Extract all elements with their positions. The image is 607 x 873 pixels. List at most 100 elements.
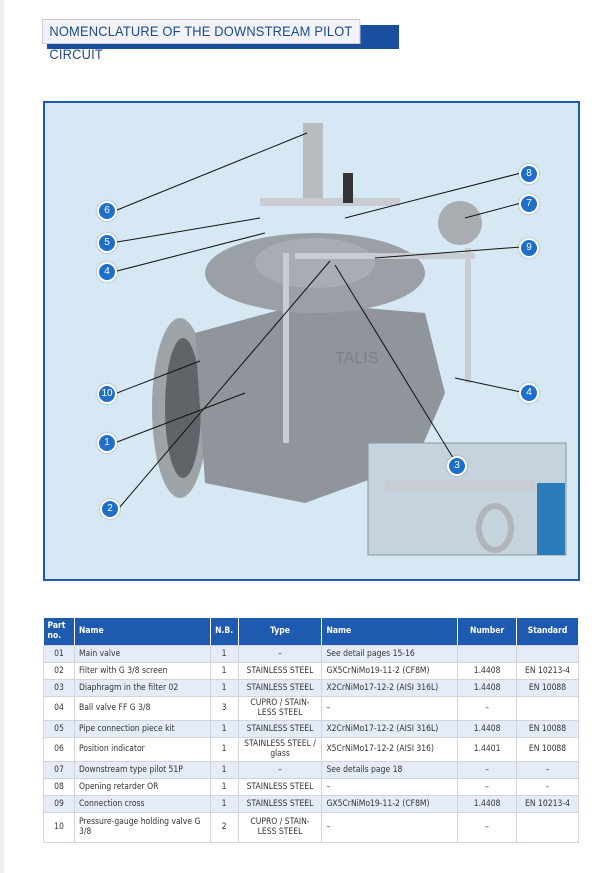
pipe-cross: [295, 253, 475, 259]
callout-2: 2: [100, 499, 120, 519]
callout-9: 9: [519, 238, 539, 258]
cell-part-no: 09: [43, 794, 75, 813]
cell-number: 1.4401: [457, 736, 518, 762]
cell-type: CUPRO / STAIN-LESS STEEL: [237, 811, 323, 843]
header-material-name: Name: [321, 618, 459, 645]
cell-type: STAINLESS STEEL: [237, 794, 323, 813]
callout-8: 8: [519, 164, 539, 184]
callout-7: 7: [519, 194, 539, 214]
inset-blue-part: [537, 483, 565, 555]
callout-1: 1: [97, 433, 117, 453]
cell-standard: EN 10088: [516, 736, 579, 762]
cell-part-no: 10: [43, 811, 75, 843]
cell-type: STAINLESS STEEL: [237, 719, 323, 738]
cell-part-name: Diaphragm in the filter 02: [73, 678, 211, 697]
cell-part-name: Downstream type pilot 51P: [73, 760, 211, 779]
inlet-bore: [165, 338, 201, 478]
cell-material-name: See detail pages 15-16: [321, 644, 459, 663]
cell-nb: 3: [209, 695, 239, 721]
header-number: Number: [457, 618, 518, 645]
parts-table: Part no. Name N.B. Type Name Number Stan…: [43, 618, 579, 843]
valve-illustration: TALIS 6 5 4 10 1 2 8 7: [43, 101, 580, 581]
cell-nb: 2: [209, 811, 239, 843]
pipe-right: [465, 248, 471, 383]
cell-standard: EN 10213-4: [516, 661, 579, 680]
cell-material-name: –: [321, 695, 459, 721]
cell-nb: 1: [209, 794, 239, 813]
cell-number: –: [457, 811, 518, 843]
cell-part-no: 07: [43, 760, 75, 779]
cell-nb: 1: [209, 719, 239, 738]
cell-part-name: Opening retarder OR: [73, 777, 211, 796]
cell-material-name: GX5CrNiMo19-11-2 (CF8M): [321, 661, 459, 680]
cell-material-name: GX5CrNiMo19-11-2 (CF8M): [321, 794, 459, 813]
callout-6: 6: [97, 201, 117, 221]
cell-material-name: –: [321, 811, 459, 843]
cell-nb: 1: [209, 736, 239, 762]
callout-10: 10: [97, 384, 117, 404]
cell-standard: –: [516, 760, 579, 779]
cell-number: [457, 644, 518, 663]
cell-material-name: –: [321, 777, 459, 796]
cell-type: CUPRO / STAIN-LESS STEEL: [237, 695, 323, 721]
cell-part-no: 06: [43, 736, 75, 762]
inset-pipe: [385, 481, 535, 491]
cell-type: STAINLESS STEEL: [237, 661, 323, 680]
page-edge: [0, 0, 4, 873]
cell-type: –: [237, 644, 323, 663]
cell-part-name: Ball valve FF G 3/8: [73, 695, 211, 721]
cell-standard: EN 10088: [516, 719, 579, 738]
cell-part-no: 04: [43, 695, 75, 721]
header-name: Name: [74, 618, 211, 645]
cell-number: 1.4408: [457, 678, 518, 697]
body-watermark: TALIS: [335, 350, 378, 367]
header-part-no: Part no.: [43, 618, 75, 645]
callout-4-left: 4: [97, 262, 117, 282]
cell-part-name: Connection cross: [73, 794, 211, 813]
cell-standard: [516, 695, 579, 721]
cell-type: STAINLESS STEEL / glass: [237, 736, 323, 762]
cell-part-no: 05: [43, 719, 75, 738]
pilot-cap: [343, 173, 353, 203]
pipe-left: [283, 253, 289, 443]
callout-5: 5: [97, 233, 117, 253]
cell-standard: -: [516, 777, 579, 796]
cell-number: 1.4408: [457, 661, 518, 680]
cell-part-name: Position indicator: [73, 736, 211, 762]
table-header-row: Part no. Name N.B. Type Name Number Stan…: [43, 618, 579, 645]
cell-part-name: Main valve: [73, 644, 211, 663]
cell-part-name: Pressure-gauge holding valve G 3/8: [73, 811, 211, 843]
cell-part-no: 01: [43, 644, 75, 663]
cell-standard: EN 10088: [516, 678, 579, 697]
cell-number: 1.4408: [457, 719, 518, 738]
callout-3: 3: [447, 456, 467, 476]
cell-material-name: X2CrNiMo17-12-2 (AISI 316L): [321, 719, 459, 738]
inset-ring: [476, 503, 514, 553]
cell-material-name: X5CrNiMo17-12-2 (AISI 316): [321, 736, 459, 762]
cell-type: –: [237, 760, 323, 779]
pilot-pipe: [260, 198, 400, 206]
callout-4-right: 4: [519, 383, 539, 403]
cell-standard: [516, 644, 579, 663]
header-type: Type: [238, 618, 323, 645]
cell-part-no: 02: [43, 661, 75, 680]
cell-part-name: Pipe connection piece kit: [73, 719, 211, 738]
position-indicator: [438, 201, 482, 245]
cell-nb: 1: [209, 678, 239, 697]
cell-number: –: [457, 760, 518, 779]
valve-drawing: TALIS: [116, 123, 567, 556]
header-nb: N.B.: [210, 618, 239, 645]
cell-number: –: [457, 777, 518, 796]
cell-material-name: See details page 18: [321, 760, 459, 779]
cell-nb: 1: [209, 777, 239, 796]
cell-material-name: X2CrNiMo17-12-2 (AISI 316L): [321, 678, 459, 697]
cell-type: STAINLESS STEEL: [237, 678, 323, 697]
